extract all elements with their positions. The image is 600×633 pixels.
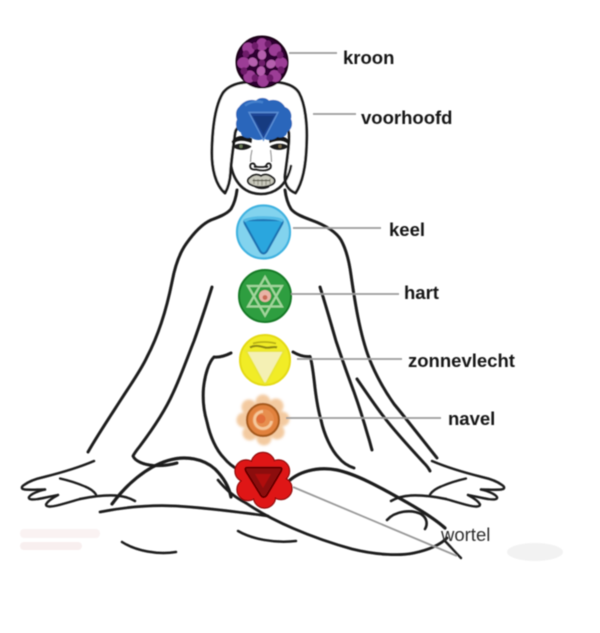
- svg-text:wortel: wortel: [440, 524, 490, 545]
- svg-text:keel: keel: [389, 219, 425, 240]
- svg-text:zonnevlecht: zonnevlecht: [408, 350, 515, 371]
- svg-text:hart: hart: [404, 282, 439, 303]
- svg-text:voorhoofd: voorhoofd: [361, 107, 452, 128]
- svg-text:navel: navel: [448, 408, 495, 429]
- svg-text:kroon: kroon: [343, 47, 394, 68]
